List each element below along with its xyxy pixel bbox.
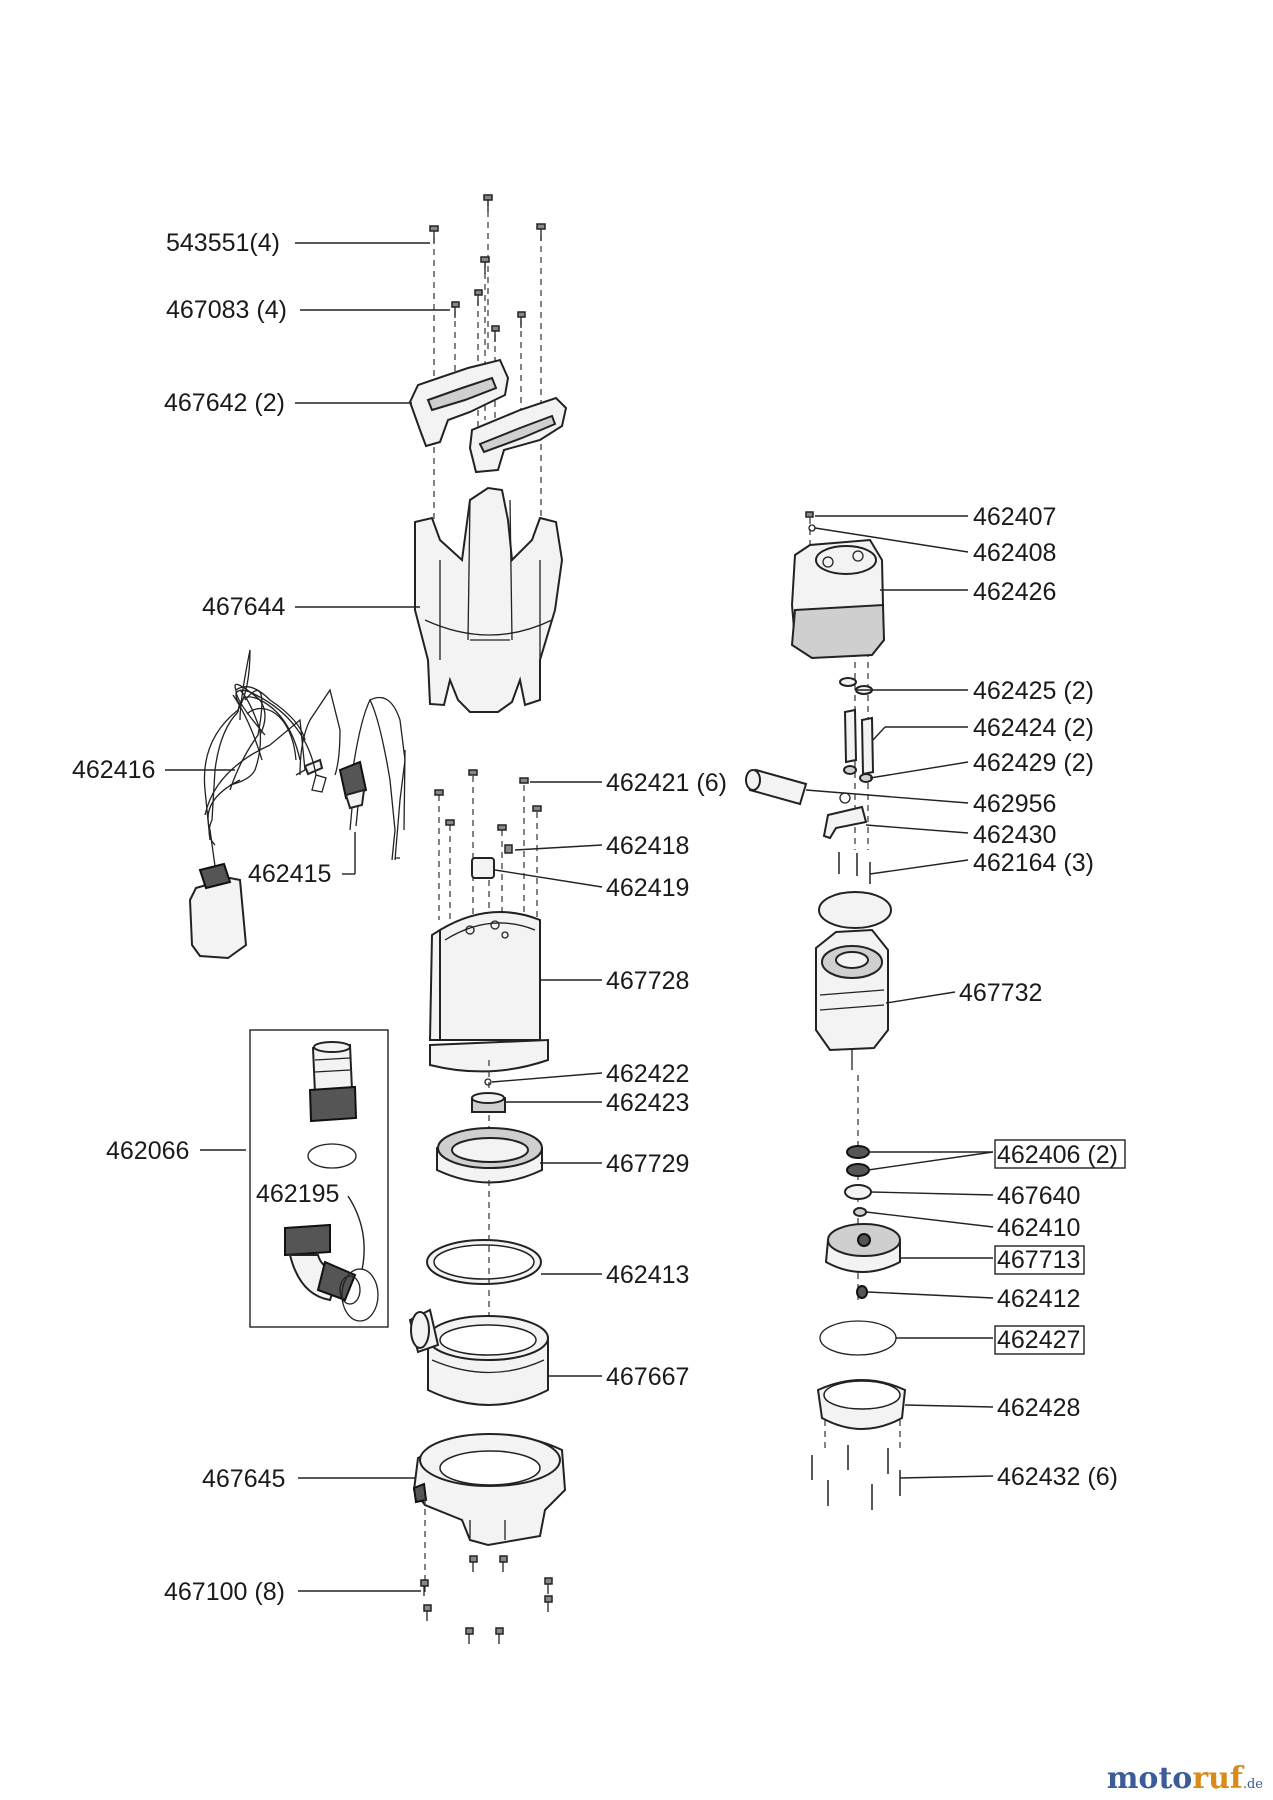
cover-disc: [818, 891, 892, 929]
label-462066: 462066: [106, 1137, 189, 1165]
screw-467083-a: [451, 301, 460, 318]
label-462412: 462412: [997, 1285, 1080, 1313]
motor-housing-can: [428, 857, 549, 1073]
label-462429: 462429 (2): [973, 749, 1094, 777]
label-462419: 462419: [606, 874, 689, 902]
label-462164: 462164 (3): [973, 849, 1094, 877]
label-462422: 462422: [606, 1060, 689, 1088]
label-462413: 462413: [606, 1261, 689, 1289]
label-543551: 543551(4): [166, 229, 280, 257]
motor-cap-group: [790, 511, 886, 850]
pump-housing-top: [414, 486, 564, 713]
leader-lines: [165, 242, 994, 1592]
motor-stator-467732: [815, 928, 889, 1070]
bracket-462430: [822, 805, 868, 840]
screw-543551-d: [480, 256, 490, 274]
label-462418: 462418: [606, 832, 689, 860]
base-screws-467100: [420, 1498, 553, 1644]
o-ring-462195: [307, 1143, 357, 1169]
pump-chamber-467667: [408, 1180, 549, 1406]
base-stand-467645: [412, 1433, 567, 1547]
small-gasket-and-nut: [471, 1060, 506, 1160]
label-467732: 467732: [959, 979, 1042, 1007]
screw-467083-d: [517, 311, 526, 328]
label-462956: 462956: [973, 790, 1056, 818]
o-ring-462413: [426, 1239, 542, 1285]
label-467644: 467644: [202, 593, 286, 621]
label-462406: 462406 (2): [997, 1141, 1118, 1169]
top-screws-group: [429, 194, 546, 520]
label-462408: 462408: [973, 539, 1056, 567]
nut-and-ring: [819, 1285, 897, 1356]
label-462430: 462430: [973, 821, 1056, 849]
impeller-467713: [824, 1223, 901, 1273]
label-462428: 462428: [997, 1394, 1080, 1422]
part-labels: 543551(4) 467083 (4) 467642 (2) 467644 4…: [72, 229, 1126, 1606]
screw-467083-b: [474, 289, 483, 306]
label-467713: 467713: [997, 1246, 1080, 1274]
seal-plate-467729: [436, 1127, 543, 1184]
brand-part2: ruf: [1192, 1761, 1243, 1796]
screw-543551-c: [536, 223, 546, 241]
label-462410: 462410: [997, 1214, 1080, 1242]
power-cable-and-plug: [203, 649, 406, 861]
hose-adapter-straight: [308, 1041, 358, 1123]
brand-part1: moto: [1106, 1761, 1193, 1796]
screws-462432: [811, 1420, 901, 1510]
label-462426: 462426: [973, 578, 1056, 606]
elbow-o-ring: [341, 1268, 379, 1322]
label-462415: 462415: [248, 860, 331, 888]
washers-and-brush-holders: [839, 677, 875, 783]
brand-watermark: motoruf.de: [1107, 1761, 1263, 1796]
label-462432: 462432 (6): [997, 1463, 1118, 1491]
float-switch: [188, 696, 301, 960]
label-462424: 462424 (2): [973, 714, 1094, 742]
brand-tld: .de: [1242, 1777, 1263, 1792]
label-462425: 462425 (2): [973, 677, 1094, 705]
hose-elbow: [284, 1223, 361, 1305]
label-467645: 467645: [202, 1465, 285, 1493]
label-462421: 462421 (6): [606, 769, 727, 797]
label-462416: 462416: [72, 756, 155, 784]
screw-467083-c: [491, 325, 500, 342]
label-467083: 467083 (4): [166, 296, 287, 324]
label-462423: 462423: [606, 1089, 689, 1117]
label-462407: 462407: [973, 503, 1056, 531]
handle-half-left: [408, 358, 510, 448]
label-462427: 462427: [997, 1326, 1080, 1354]
label-462195: 462195: [256, 1180, 339, 1208]
cover-ring-462428: [816, 1379, 907, 1430]
label-467640: 467640: [997, 1182, 1080, 1210]
handle-half-right: [468, 396, 568, 474]
label-467728: 467728: [606, 967, 689, 995]
label-467667: 467667: [606, 1363, 689, 1391]
label-467100: 467100 (8): [164, 1578, 285, 1606]
screw-543551-b: [429, 225, 439, 243]
screw-543551-a: [483, 194, 493, 212]
pins-462164: [838, 852, 871, 884]
capacitor-462956: [745, 768, 851, 806]
label-467642: 467642 (2): [164, 389, 285, 417]
label-467729: 467729: [606, 1150, 689, 1178]
accessory-box: [249, 1029, 389, 1328]
